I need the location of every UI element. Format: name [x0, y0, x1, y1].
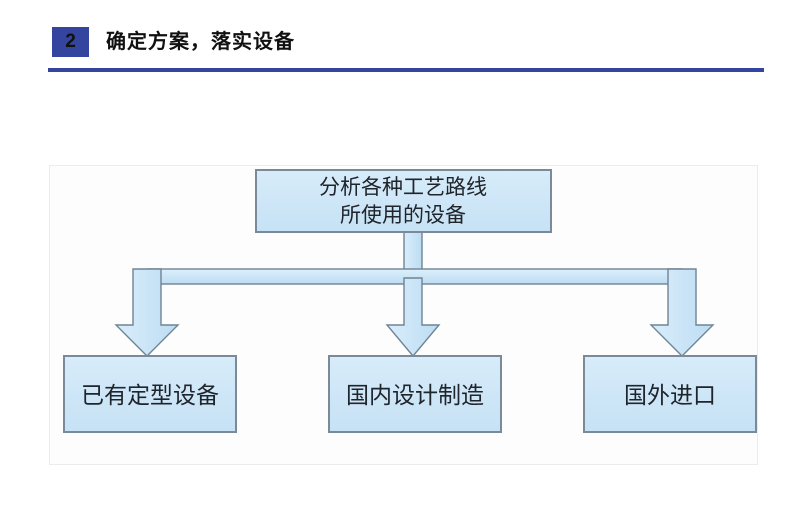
header-divider — [48, 68, 764, 72]
page-title: 确定方案，落实设备 — [106, 31, 295, 53]
diagram-panel — [49, 165, 758, 465]
slide-header: 2 确定方案，落实设备 — [0, 0, 808, 78]
section-number-badge: 2 — [52, 27, 89, 57]
